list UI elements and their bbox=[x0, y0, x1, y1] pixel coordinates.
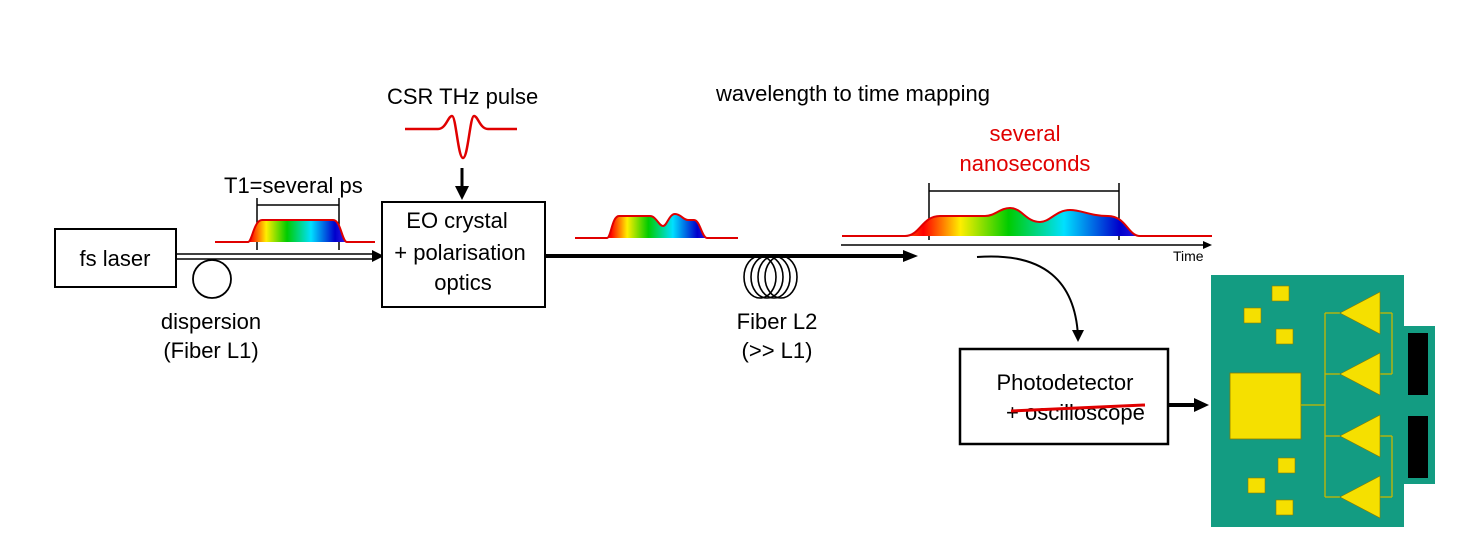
fiber-coil-icon bbox=[192, 259, 232, 299]
oscilloscope-label: + oscilloscope bbox=[1006, 400, 1145, 425]
circuit-board-icon bbox=[1211, 275, 1435, 527]
thz-pulse-waveform bbox=[405, 114, 517, 160]
oscilloscope-strikethrough bbox=[1010, 403, 1146, 413]
amplifier-4 bbox=[1339, 475, 1381, 519]
fiber-l2-sub-label: (>> L1) bbox=[742, 338, 813, 363]
eo-crystal-label: EO crystal bbox=[406, 208, 507, 233]
spectrum-pulse-2 bbox=[575, 212, 738, 239]
amplifier-3 bbox=[1339, 414, 1381, 458]
fiber-l2-label: Fiber L2 bbox=[737, 309, 818, 334]
eo-crystal-box bbox=[381, 201, 546, 308]
beam-arrowhead bbox=[372, 250, 384, 262]
photodetector-label: Photodetector bbox=[997, 370, 1134, 395]
t1-label: T1=several ps bbox=[224, 173, 363, 198]
main-beam-arrowhead bbox=[903, 250, 918, 262]
amplifier-1 bbox=[1339, 291, 1381, 335]
thz-arrowhead bbox=[455, 186, 469, 200]
curved-arrowhead bbox=[1072, 330, 1084, 342]
mapping-label: wavelength to time mapping bbox=[715, 81, 990, 106]
dispersion-label: dispersion bbox=[161, 309, 261, 334]
photodetector-box bbox=[958, 347, 1170, 446]
spectrum-pulse-3 bbox=[842, 206, 1212, 237]
thz-pulse-label: CSR THz pulse bbox=[387, 84, 538, 109]
several-label: several bbox=[990, 121, 1061, 146]
eo-optics-label: optics bbox=[434, 270, 491, 295]
fiber-l2-coil-icon bbox=[743, 255, 798, 299]
nanoseconds-label-text: nanoseconds bbox=[960, 151, 1091, 176]
board-arrowhead bbox=[1194, 398, 1209, 412]
fs-laser-label: fs laser bbox=[80, 246, 151, 271]
curved-arrow bbox=[976, 255, 1079, 337]
time-axis-label: Time bbox=[1173, 248, 1204, 264]
oscilloscope-prefix: + bbox=[1006, 400, 1025, 425]
eo-polarisation-label: + polarisation bbox=[394, 240, 525, 265]
fs-laser-box bbox=[54, 228, 177, 288]
dispersion-sub-label: (Fiber L1) bbox=[163, 338, 258, 363]
amplifier-2 bbox=[1339, 352, 1381, 396]
oscilloscope-struck: oscilloscope bbox=[1025, 400, 1145, 425]
time-axis-arrowhead bbox=[1203, 241, 1212, 249]
spectrum-pulse-1 bbox=[215, 219, 375, 243]
